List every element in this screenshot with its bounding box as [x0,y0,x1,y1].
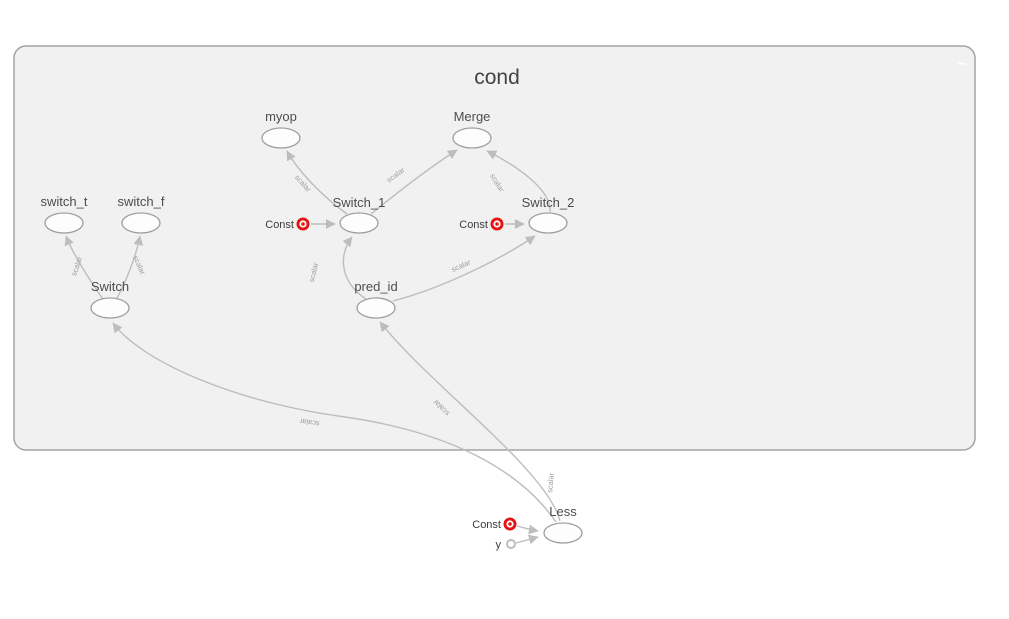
node-myop[interactable]: myop [261,109,301,149]
group-title: cond [474,66,520,89]
edges-layer [64,149,561,545]
y-node-icon[interactable] [506,539,516,549]
node-switch_t-ellipse[interactable] [44,212,84,234]
node-switch_2-ellipse[interactable] [528,212,568,234]
node-const-less[interactable]: Const [472,517,517,532]
edge-const-to-less [516,524,539,535]
node-switch_t-label: switch_t [41,194,88,209]
y-node-label: y [496,539,502,551]
node-switch_2-label: Switch_2 [522,195,575,210]
node-switch[interactable]: Switch [90,279,130,319]
node-merge-ellipse[interactable] [452,127,492,149]
edge-label-less-switch: scalar [299,417,321,429]
edge-less-to-pred_id [379,321,561,522]
node-pred_id-ellipse[interactable] [356,297,396,319]
node-merge[interactable]: Merge [452,109,492,149]
const-switch_1-label: Const [265,219,294,231]
node-switch_2[interactable]: Switch_2 [522,195,575,234]
node-const-switch_2[interactable]: Const [459,217,504,232]
edge-label-less-boundary: scalar [545,472,556,493]
edge-y-to-less [515,534,539,545]
namespace-group-cond[interactable] [13,45,976,451]
node-less-label: Less [549,504,577,519]
edge-less-to-switch [112,322,557,523]
node-pred_id-label: pred_id [354,279,397,294]
node-y[interactable]: y [496,539,516,551]
node-myop-ellipse[interactable] [261,127,301,149]
edge-switch_1-to-myop [286,150,348,215]
const-icon-core [508,522,512,526]
node-less-ellipse[interactable] [543,522,583,544]
const-icon-core [495,222,499,226]
node-switch-label: Switch [91,279,129,294]
node-switch_1-label: Switch_1 [333,195,386,210]
node-switch_t[interactable]: switch_t [41,194,88,234]
edge-switch-to-switch_t [64,235,104,300]
edge-pred_id-to-switch_1 [342,236,367,300]
node-less[interactable]: Less [543,504,583,544]
edge-pred_id-to-switch_2 [392,235,536,302]
edge-switch-to-switch_f [116,235,144,299]
node-switch_f-label: switch_f [118,194,165,209]
node-switch_f-ellipse[interactable] [121,212,161,234]
node-const-switch_1[interactable]: Const [265,217,310,232]
node-switch-ellipse[interactable] [90,297,130,319]
node-merge-label: Merge [454,109,491,124]
const-less-label: Const [472,519,501,531]
node-pred_id[interactable]: pred_id [354,279,398,319]
node-switch_1-ellipse[interactable] [339,212,379,234]
edge-switch_2-to-merge [486,150,551,213]
node-switch_1[interactable]: Switch_1 [333,195,386,234]
const-icon-core [301,222,305,226]
node-switch_f[interactable]: switch_f [118,194,165,234]
edge-switch_1-to-merge [370,149,458,215]
const-switch_2-label: Const [459,219,488,231]
node-myop-label: myop [265,109,297,124]
collapse-button[interactable]: – [958,55,967,72]
